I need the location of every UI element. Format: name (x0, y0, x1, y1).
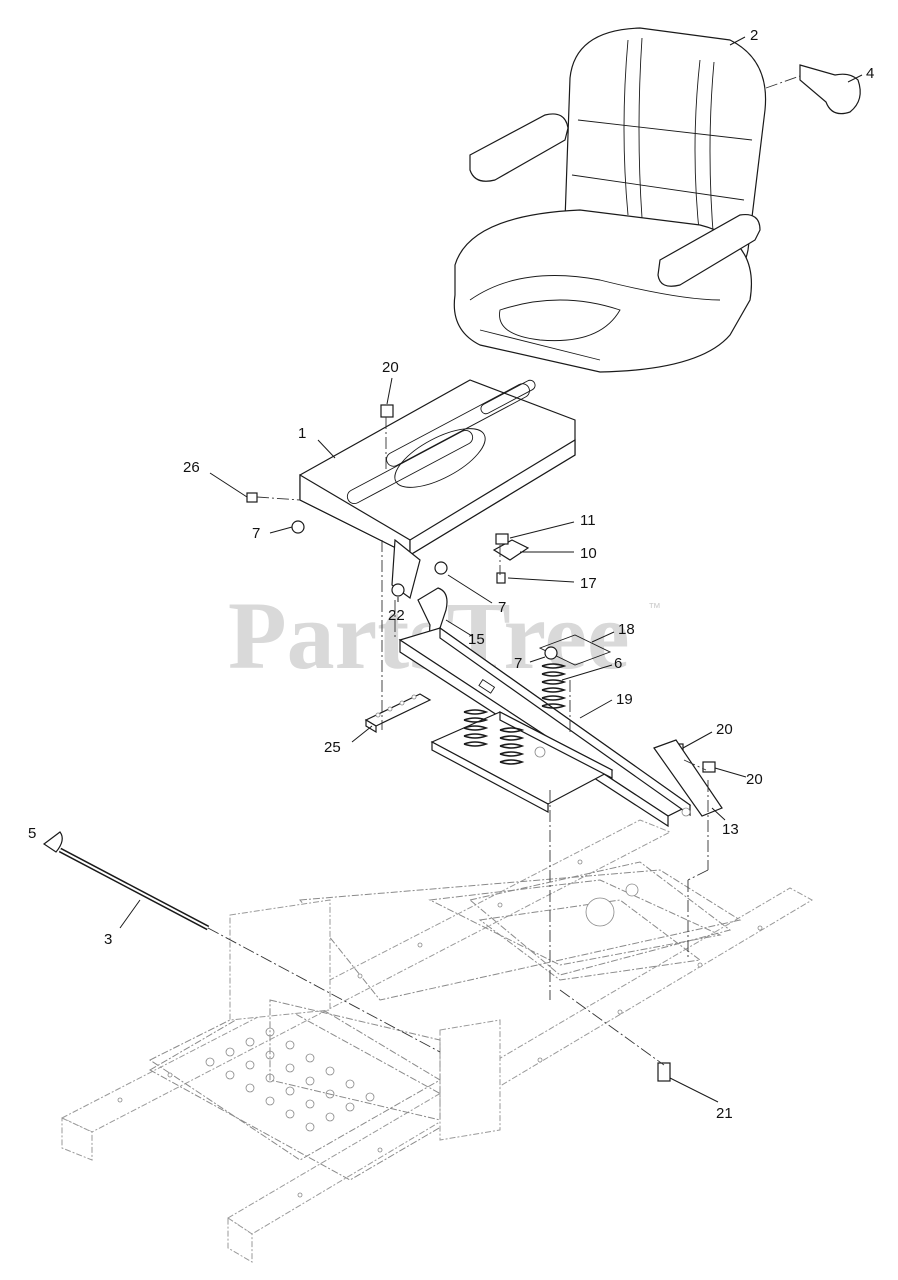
rail-holes (117, 859, 763, 1198)
switch-bracket (492, 533, 530, 584)
callout-20-frame: 20 (746, 771, 763, 788)
deck-holes (205, 1027, 375, 1132)
callout-6: 6 (614, 655, 622, 672)
callout-7-spring: 7 (514, 655, 522, 672)
callout-7-pan-left: 7 (252, 525, 260, 542)
callout-18: 18 (618, 621, 635, 638)
watermark-trademark: ™ (648, 600, 661, 615)
callout-11: 11 (580, 512, 596, 529)
callout-13: 13 (722, 821, 739, 838)
callout-19: 19 (616, 691, 633, 708)
centerlines (256, 417, 709, 1066)
callout-1: 1 (298, 425, 306, 442)
callout-25: 25 (324, 739, 341, 756)
callout-17: 17 (580, 575, 597, 592)
callout-26: 26 (183, 459, 200, 476)
decal (538, 634, 612, 666)
callout-3: 3 (104, 931, 112, 948)
callouts: 1 2 3 4 5 6 7 7 7 10 11 13 15 17 18 19 2… (28, 27, 874, 1122)
springs (463, 663, 567, 765)
spring-base-plate (430, 711, 614, 814)
callout-4: 4 (866, 65, 874, 82)
hair-pin-clip (42, 831, 63, 853)
callout-7-pan-right: 7 (498, 599, 506, 616)
seat-pan (299, 379, 576, 599)
chassis-frame (60, 819, 814, 1263)
hinge-strap (364, 693, 432, 734)
callout-22: 22 (388, 607, 405, 624)
callout-20-pan: 20 (382, 359, 399, 376)
fasteners (246, 404, 723, 1082)
callout-15: 15 (468, 631, 485, 648)
callout-21: 21 (716, 1105, 733, 1122)
adjuster-handle (765, 64, 861, 115)
seat (453, 27, 767, 373)
callout-10: 10 (580, 545, 597, 562)
callout-5: 5 (28, 825, 36, 842)
callout-20-rail: 20 (716, 721, 733, 738)
rod (58, 847, 441, 1053)
callout-2: 2 (750, 27, 758, 44)
leader-lines (119, 36, 863, 1103)
